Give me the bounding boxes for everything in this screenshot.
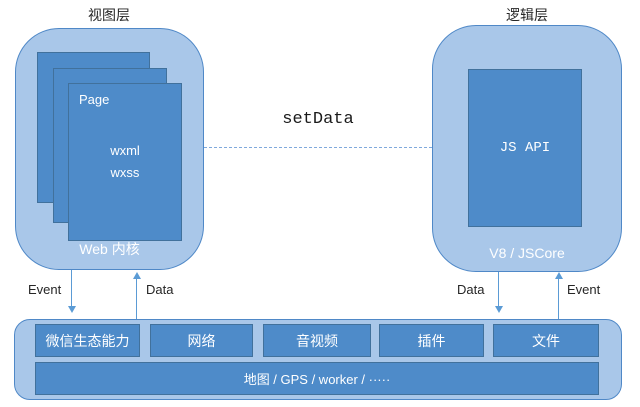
view-layer-title: 视图层 [88,7,130,23]
native-box-audio-video: 音视频 [263,324,371,357]
event-up-arrow-head-right [555,272,563,279]
event-up-arrow-line-right [558,279,560,319]
native-box-plugin: 插件 [379,324,484,357]
data-up-arrow-head-left [133,272,141,279]
native-box-wechat-ecosystem: 微信生态能力 [35,324,140,357]
event-label-left: Event [28,282,62,297]
native-bar-map-gps-worker: 地图 / GPS / worker / ····· [35,362,599,395]
native-box-file: 文件 [493,324,599,357]
event-down-arrow-head-left [68,306,76,313]
view-layer-container: Page wxml wxss Web 内核 [15,28,204,270]
logic-layer-container: JS API V8 / JSCore [432,25,622,272]
page-stack-front: Page wxml wxss [68,83,182,241]
js-api-box: JS API [468,69,582,227]
js-api-label: JS API [499,140,551,156]
page-label: Page [79,92,110,107]
data-label-left: Data [146,282,174,297]
data-label-right: Data [457,282,485,297]
wxss-label: wxss [110,165,140,180]
data-down-arrow-head-right [495,306,503,313]
js-engine-label: V8 / JSCore [489,245,565,261]
native-box-network: 网络 [150,324,253,357]
set-data-dashed-connector [204,147,432,148]
web-kernel-label: Web 内核 [79,241,140,257]
event-down-arrow-line-left [71,270,73,307]
event-label-right: Event [567,282,601,297]
page-tech-labels: wxml wxss [69,140,181,184]
native-layer-container: 微信生态能力 网络 音视频 插件 文件 地图 / GPS / worker / … [14,319,622,400]
wxml-label: wxml [110,143,140,158]
data-up-arrow-line-left [136,279,138,319]
set-data-label: setData [282,110,354,129]
data-down-arrow-line-right [498,272,500,307]
logic-layer-title: 逻辑层 [506,7,548,23]
